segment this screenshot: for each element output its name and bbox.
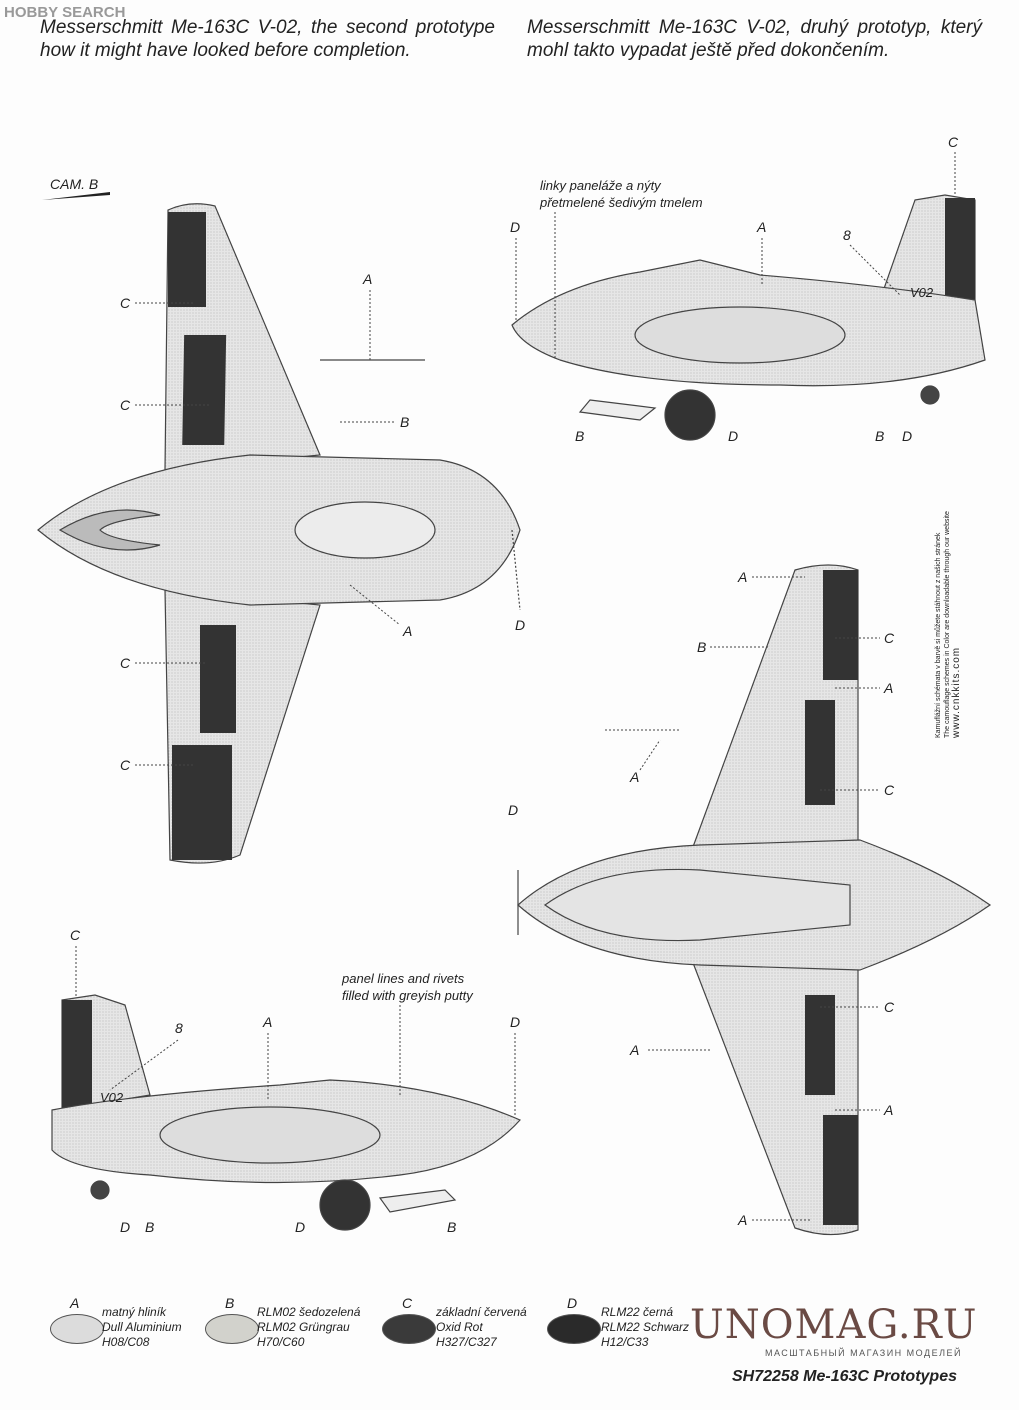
svg-text:C: C <box>120 655 131 671</box>
svg-text:filled with greyish putty: filled with greyish putty <box>342 988 474 1003</box>
svg-text:D: D <box>508 802 518 818</box>
svg-text:A: A <box>629 769 639 785</box>
svg-text:C: C <box>884 999 895 1015</box>
legend-letter: C <box>402 1295 413 1311</box>
svg-text:přetmelené šedivým tmelem: přetmelené šedivým tmelem <box>539 195 703 210</box>
top-view-callouts: C C A B A C C D <box>120 271 525 773</box>
shop-tagline: МАСШТАБНЫЙ МАГАЗИН МОДЕЛЕЙ <box>765 1348 962 1358</box>
title-czech: Messerschmitt Me-163C V-02, druhý protot… <box>527 17 982 61</box>
side-view-bottom-callouts: panel lines and rivets filled with greyi… <box>70 927 520 1235</box>
svg-text:C: C <box>120 757 131 773</box>
color-swatch <box>205 1314 259 1344</box>
color-swatch <box>50 1314 104 1344</box>
cnk-website-note: Kamuflážní schémata v barvě si můžete st… <box>934 488 984 738</box>
svg-text:V02: V02 <box>100 1090 124 1105</box>
svg-text:A: A <box>737 1212 747 1228</box>
svg-text:CAM. B: CAM. B <box>50 176 98 192</box>
bottom-view-aircraft <box>517 564 992 1236</box>
svg-text:D: D <box>120 1219 130 1235</box>
svg-text:D: D <box>728 428 738 444</box>
hobby-search-watermark: HOBBY SEARCH <box>4 4 126 21</box>
svg-text:A: A <box>262 1014 272 1030</box>
legend-letter: B <box>225 1295 235 1311</box>
svg-text:D: D <box>295 1219 305 1235</box>
title-english: Messerschmitt Me-163C V-02, the second p… <box>40 17 495 61</box>
svg-text:A: A <box>402 623 412 639</box>
shop-logo: UNOMAG.RU <box>690 1302 978 1348</box>
side-view-top-aircraft: V02 <box>511 194 986 441</box>
svg-text:B: B <box>400 414 409 430</box>
svg-text:B: B <box>447 1219 456 1235</box>
svg-text:linky paneláže a nýty: linky paneláže a nýty <box>540 178 662 193</box>
svg-text:D: D <box>902 428 912 444</box>
cnk-note-czech: Kamuflážní schémata v barvě si můžete st… <box>935 532 942 738</box>
color-swatch <box>382 1314 436 1344</box>
svg-text:A: A <box>629 1042 639 1058</box>
svg-text:C: C <box>120 397 131 413</box>
svg-text:D: D <box>510 219 520 235</box>
product-code: SH72258 Me-163C Prototypes <box>732 1368 957 1385</box>
cnk-url: www.cnkkits.com <box>951 646 962 738</box>
svg-text:A: A <box>883 1102 893 1118</box>
svg-text:8: 8 <box>175 1020 183 1036</box>
side-view-top-callouts: linky paneláže a nýty přetmelené šedivým… <box>510 134 959 444</box>
svg-text:V02: V02 <box>910 285 934 300</box>
svg-text:C: C <box>948 134 959 150</box>
svg-text:C: C <box>70 927 81 943</box>
color-swatch <box>547 1314 601 1344</box>
svg-text:A: A <box>362 271 372 287</box>
svg-text:C: C <box>120 295 131 311</box>
svg-text:A: A <box>737 569 747 585</box>
cam-b-marker: CAM. B <box>42 176 110 200</box>
svg-text:D: D <box>510 1014 520 1030</box>
legend-letter: D <box>567 1295 578 1311</box>
legend-letter: A <box>70 1295 80 1311</box>
svg-text:B: B <box>875 428 884 444</box>
svg-text:B: B <box>697 639 706 655</box>
bottom-view-callouts: A B C A A C D C A A A <box>508 569 895 1228</box>
side-view-bottom-aircraft: V02 <box>51 994 521 1231</box>
svg-text:B: B <box>575 428 584 444</box>
svg-text:C: C <box>884 782 895 798</box>
svg-text:8: 8 <box>843 227 851 243</box>
svg-text:B: B <box>145 1219 154 1235</box>
svg-text:C: C <box>884 630 895 646</box>
svg-text:panel lines and rivets: panel lines and rivets <box>341 971 465 986</box>
svg-text:A: A <box>883 680 893 696</box>
svg-text:A: A <box>756 219 766 235</box>
svg-text:D: D <box>515 617 525 633</box>
top-view-aircraft <box>37 203 521 864</box>
